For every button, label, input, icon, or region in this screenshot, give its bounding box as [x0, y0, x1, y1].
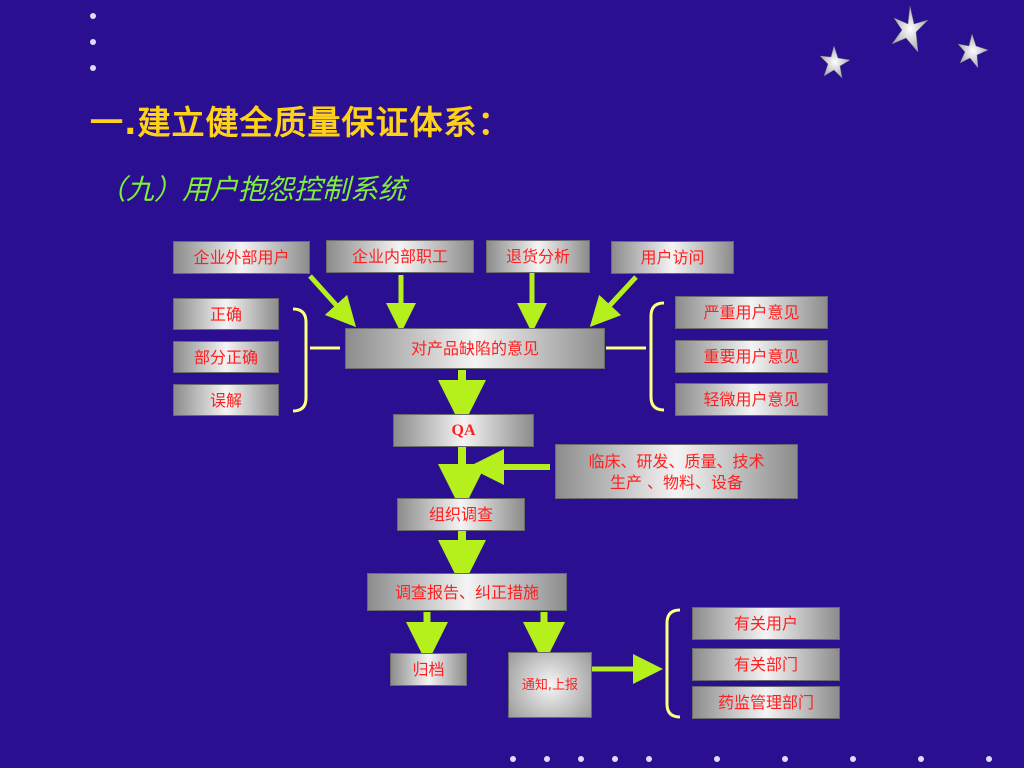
star-icon — [819, 45, 851, 79]
recipient-departments: 有关部门 — [692, 648, 840, 681]
left-bracket — [292, 307, 308, 413]
departments-line1: 临床、研发、质量、技术 — [588, 451, 765, 471]
recipient-users: 有关用户 — [692, 607, 840, 640]
decor-dot — [646, 756, 652, 762]
label-misunderstanding: 误解 — [173, 384, 279, 416]
source-internal-staff: 企业内部职工 — [326, 240, 474, 273]
decor-dot — [612, 756, 618, 762]
decor-dot — [714, 756, 720, 762]
investigation-report: 调查报告、纠正措施 — [367, 573, 567, 611]
label-serious-opinion: 严重用户意见 — [675, 296, 828, 329]
decor-dot — [918, 756, 924, 762]
decor-dot — [510, 756, 516, 762]
archive-box: 归档 — [390, 653, 467, 686]
decor-dot — [90, 13, 96, 19]
departments-box: 临床、研发、质量、技术 生产 、物料、设备 — [555, 444, 798, 499]
label-partially-correct: 部分正确 — [173, 341, 279, 373]
recipient-drug-authority: 药监管理部门 — [692, 686, 840, 719]
label-important-opinion: 重要用户意见 — [675, 340, 828, 373]
source-external-users: 企业外部用户 — [173, 241, 310, 274]
page-subtitle: （九）用户抱怨控制系统 — [98, 173, 407, 206]
notify-report-box: 通知,上报 — [508, 652, 592, 718]
label-minor-opinion: 轻微用户意见 — [675, 383, 828, 416]
departments-line2: 生产 、物料、设备 — [609, 472, 744, 492]
arrow — [308, 274, 357, 328]
decor-dot — [90, 39, 96, 45]
arrow — [589, 275, 638, 328]
decor-dot — [578, 756, 584, 762]
page-title: 一.建立健全质量保证体系： — [90, 103, 512, 142]
star-icon — [957, 33, 989, 69]
right-bracket — [649, 301, 665, 412]
center-defect-opinion: 对产品缺陷的意见 — [345, 328, 605, 369]
source-returns-analysis: 退货分析 — [486, 240, 590, 273]
decor-dot — [782, 756, 788, 762]
recipients-bracket — [665, 608, 681, 719]
decor-dot — [544, 756, 550, 762]
star-icon — [891, 5, 929, 53]
decor-dot — [986, 756, 992, 762]
decor-dot — [90, 65, 96, 71]
qa-box: QA — [393, 414, 534, 447]
decor-dot — [850, 756, 856, 762]
stars-decoration — [819, 5, 989, 79]
organize-investigation: 组织调查 — [397, 498, 525, 531]
label-correct: 正确 — [173, 298, 279, 330]
source-user-visits: 用户访问 — [611, 241, 734, 274]
